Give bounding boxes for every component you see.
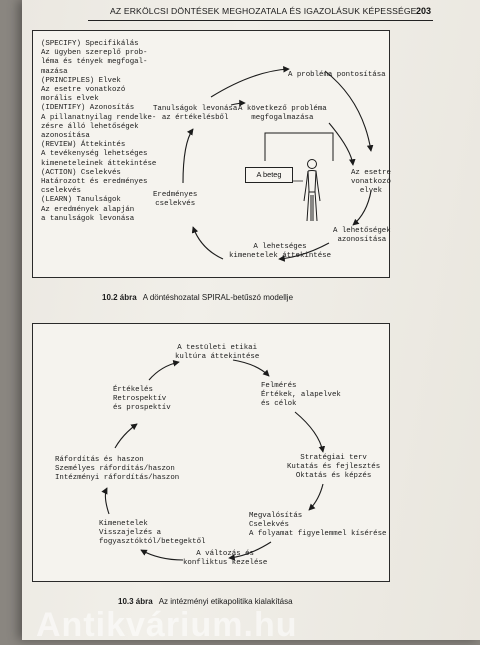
page-number: 203 [416,6,432,16]
node-implementation: Megvalósítás Cselekvés A folyamat figyel… [249,512,387,539]
arrow-principles-to-identify [352,190,372,226]
node-costs: Ráfordítás és haszon Személyes ráfordítá… [55,456,180,483]
figure1-caption-text: A döntéshozatal SPIRAL-betűszó modellje [142,293,294,302]
figure1-caption-number: 10.2 ábra [102,293,137,302]
inner-bracket-line [264,132,334,161]
ethics-policy-figure: A testületi etikai kultúra áttekintése F… [32,323,390,582]
figure1-caption: 10.2 ábra A döntéshozatal SPIRAL-betűszó … [102,293,293,302]
node-principles: Az esetre vonatkozó elvek [351,169,391,196]
node-assessment: Felmérés Értékek, alapelvek és célok [261,382,341,409]
node-identify: A lehetőségek azonosítása [333,227,391,245]
node-culture: A testületi etikai kultúra áttekintése [175,344,260,362]
node-lessons: Tanulságok levonása az értékelésből [153,105,238,123]
figure2-caption-text: Az intézményi etikapolitika kialakítása [158,597,293,606]
arrow-identify-to-review [278,242,330,262]
node-evaluation: Értékelés Retrospektív és prospektív [113,386,171,413]
patient-figure [303,159,321,222]
patient-box: A beteg [245,167,293,183]
arrow-outcomes-to-costs [101,487,110,515]
chapter-title: Az erkölcsi döntések meghozatala és igaz… [110,6,417,16]
arrow-culture-to-assessment [232,359,270,377]
node-action: Eredményes cselekvés [153,191,198,209]
spiral-cycle-diagram [182,66,374,262]
arrow-lessons-to-next-problem [230,99,246,107]
arrow-evaluation-to-culture [148,360,180,381]
header-rule [88,20,433,21]
figure2-caption-number: 10.3 ábra [118,597,153,606]
arrow-assessment-to-strategy [294,411,326,453]
node-review: A lehetséges kimenetelek áttekintése [229,243,332,261]
arrow-problem-to-principles [324,70,374,152]
node-problem: A probléma pontosítása [288,71,386,79]
spiral-legend: (SPECIFY) Specifikálás Az ügyben szerepl… [41,40,157,223]
arrow-review-to-action [191,226,224,260]
spiral-model-figure: (SPECIFY) Specifikálás Az ügyben szerepl… [32,30,391,278]
node-strategy: Stratégiai terv Kutatás és fejlesztés Ok… [287,454,381,481]
running-header: Az erkölcsi döntések meghozatala és igaz… [22,0,480,22]
watermark: Antikvárium.hu [36,606,298,644]
arrow-strategy-to-implementation [308,483,324,511]
node-change: A változás és konfliktus kezelése [183,550,268,568]
book-page: Az erkölcsi döntések meghozatala és igaz… [22,0,480,644]
arrow-change-to-outcomes [140,549,184,561]
arrow-action-to-lessons [182,128,194,184]
node-outcomes: Kimenetelek Visszajelzés a fogyasztóktól… [99,520,206,547]
ethics-cycle-diagram [101,359,326,561]
arrow-costs-to-evaluation [114,423,138,449]
figure2-caption: 10.3 ábra Az intézményi etikapolitika kia… [118,597,293,606]
node-next-problem: A következő probléma megfogalmazása [238,105,327,123]
arrow-lessons-to-problem [210,66,290,98]
arrow-implementation-to-change [228,541,272,561]
arrow-next-problem-to-principles [328,122,356,166]
